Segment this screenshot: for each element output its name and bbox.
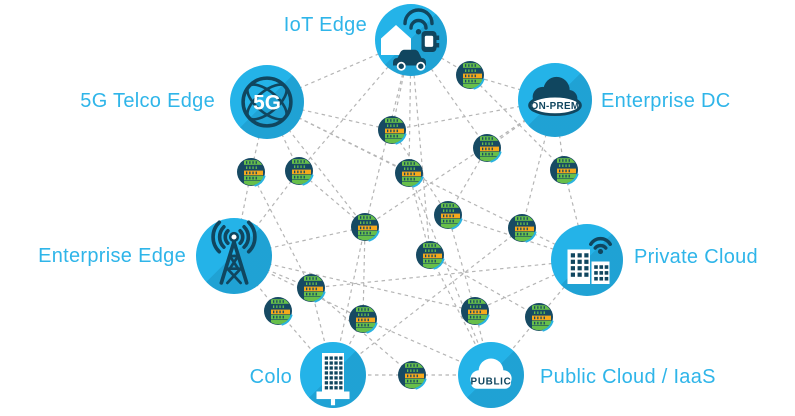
- label-enterprise-edge: Enterprise Edge: [38, 245, 186, 267]
- mesh-edge: [538, 259, 588, 318]
- hub-public-cloud: PUBLIC: [458, 342, 524, 408]
- server-node: [434, 201, 463, 230]
- iot-devices-icon: [381, 8, 440, 71]
- server-node: [456, 61, 485, 90]
- server-node: [264, 297, 293, 326]
- label-5g-telco-edge: 5G Telco Edge: [80, 90, 215, 112]
- label-colo: Colo: [249, 366, 292, 388]
- server-node: [473, 134, 502, 163]
- 5g-globe-icon: 5G: [241, 76, 293, 128]
- mesh-edge: [447, 214, 476, 312]
- servers-layer: [237, 61, 579, 390]
- mesh-edge: [332, 226, 366, 376]
- mesh-edge: [332, 227, 523, 376]
- mesh-edge: [408, 172, 492, 376]
- server-node: [395, 159, 424, 188]
- server-node: [416, 241, 445, 270]
- label-public-cloud: Public Cloud / IaaS: [540, 366, 716, 388]
- label-iot-edge: IoT Edge: [283, 14, 367, 36]
- mesh-edge: [310, 259, 588, 289]
- server-node: [508, 214, 537, 243]
- mesh-edge: [233, 255, 476, 312]
- server-node: [297, 274, 326, 303]
- server-node: [351, 213, 380, 242]
- mesh-edge: [250, 171, 312, 289]
- hub-5g-telco-edge: 5G: [230, 65, 304, 139]
- mesh-edge: [266, 39, 412, 103]
- mesh-edge: [364, 99, 556, 228]
- server-node: [461, 297, 490, 326]
- buildings-wifi-icon: [567, 236, 612, 284]
- mesh-edge: [362, 226, 366, 320]
- server-node: [285, 157, 314, 186]
- public-icon-text: PUBLIC: [471, 377, 512, 388]
- server-node: [237, 158, 266, 187]
- hub-enterprise-edge: [196, 218, 272, 294]
- mesh-edge: [490, 316, 540, 376]
- hub-colo: [300, 342, 366, 408]
- public-cloud-icon: PUBLIC: [470, 358, 512, 389]
- mesh-edge: [469, 74, 565, 171]
- on-prem-cloud-icon: ON-PREM: [528, 76, 582, 117]
- hub-enterprise-dc: ON-PREM: [518, 63, 592, 137]
- label-enterprise-dc: Enterprise DC: [601, 90, 731, 112]
- server-node: [550, 156, 579, 185]
- server-node: [378, 116, 407, 145]
- on-prem-icon-text: ON-PREM: [531, 101, 580, 112]
- server-node: [398, 361, 427, 390]
- mesh-edge: [266, 101, 366, 228]
- label-private-cloud: Private Cloud: [634, 246, 758, 268]
- radio-tower-icon: [211, 220, 257, 285]
- colo-building-icon: [316, 353, 350, 406]
- server-node: [525, 303, 554, 332]
- hub-iot-edge: [375, 4, 447, 76]
- hub-private-cloud: [551, 224, 623, 296]
- mesh-edge: [310, 287, 413, 376]
- 5g-icon-text: 5G: [253, 91, 281, 114]
- server-node: [349, 305, 378, 334]
- mesh-edge: [266, 101, 523, 229]
